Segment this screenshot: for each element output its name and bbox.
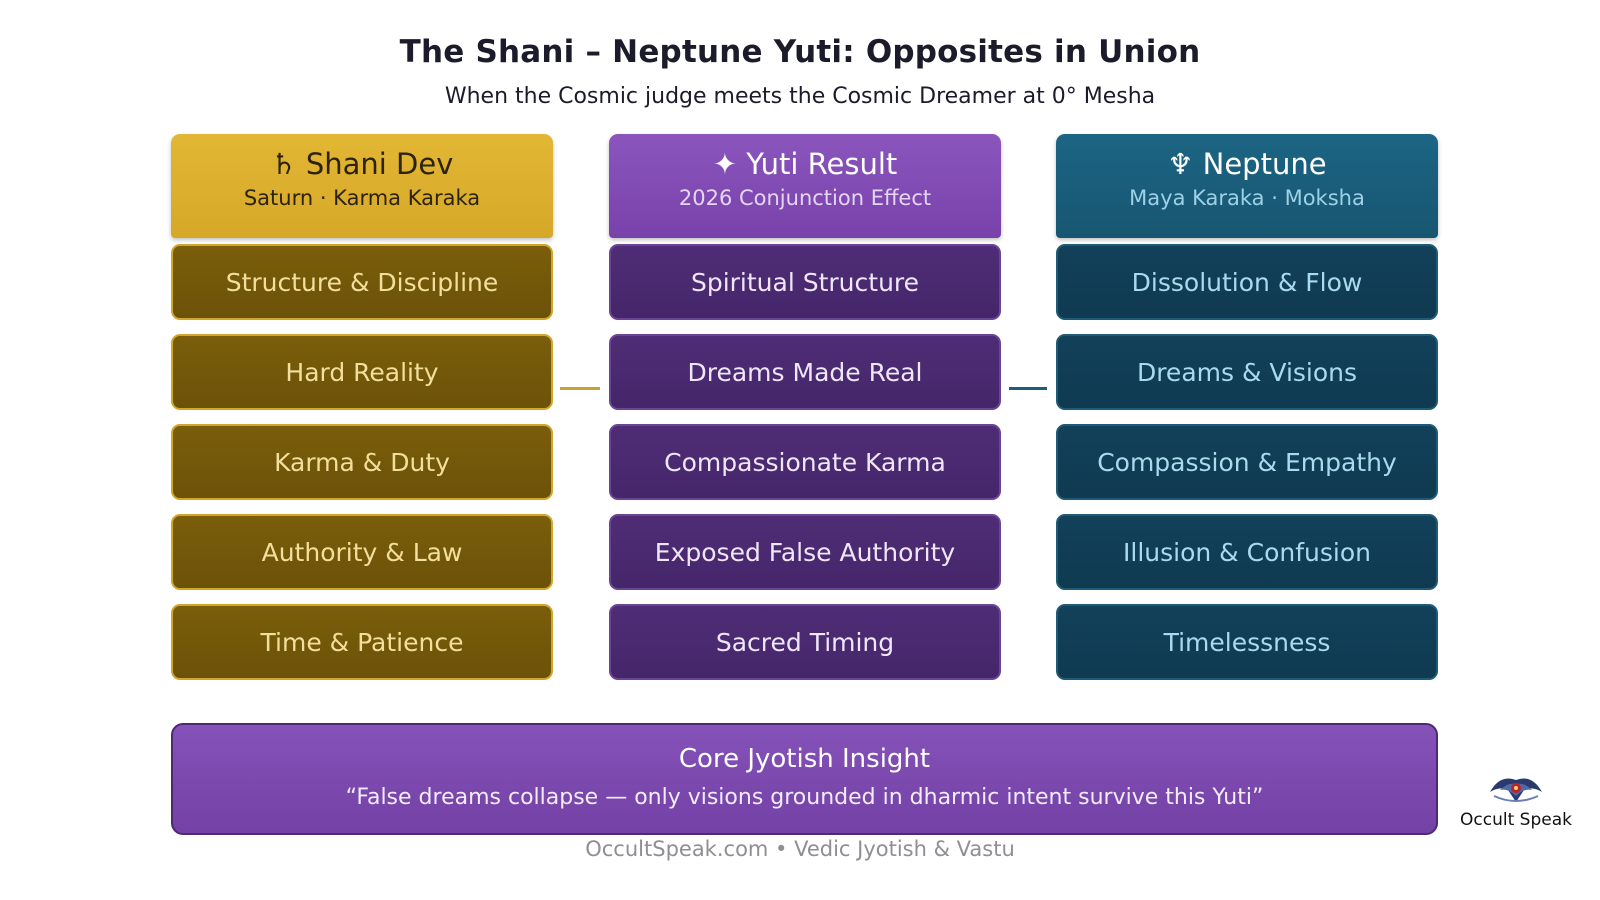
neptune-row: Timelessness [1056, 604, 1438, 680]
core-insight-box: Core Jyotish Insight “False dreams colla… [171, 723, 1438, 835]
neptune-row: Dissolution & Flow [1056, 244, 1438, 320]
yuti-row: Compassionate Karma [609, 424, 1001, 500]
neptune-row: Compassion & Empathy [1056, 424, 1438, 500]
yuti-row: Exposed False Authority [609, 514, 1001, 590]
brand-name: Occult Speak [1460, 810, 1572, 830]
neptune-symbol-icon: ♆ [1167, 147, 1194, 181]
yuti-subtitle: 2026 Conjunction Effect [678, 186, 932, 210]
neptune-subtitle: Maya Karaka · Moksha [1129, 186, 1365, 210]
shani-subtitle: Saturn · Karma Karaka [243, 186, 481, 210]
yuti-row: Dreams Made Real [609, 334, 1001, 410]
shani-column: ♄ Shani Dev Saturn · Karma Karaka Struct… [171, 134, 553, 680]
brand-watermark: Occult Speak [1452, 770, 1580, 830]
yuti-title: Yuti Result [746, 147, 898, 181]
neptune-row: Dreams & Visions [1056, 334, 1438, 410]
yuti-row: Spiritual Structure [609, 244, 1001, 320]
shani-title: Shani Dev [305, 147, 454, 181]
shani-header-title: ♄ Shani Dev [171, 146, 553, 182]
diagram-title: The Shani – Neptune Yuti: Opposites in U… [399, 34, 1201, 70]
footer-credit: OccultSpeak.com • Vedic Jyotish & Vastu [585, 837, 1015, 861]
shani-header: ♄ Shani Dev Saturn · Karma Karaka [171, 134, 553, 238]
yuti-neptune-connector [1009, 387, 1047, 390]
yuti-header-title: ✦ Yuti Result [609, 146, 1001, 182]
shani-row: Structure & Discipline [171, 244, 553, 320]
neptune-title: Neptune [1202, 147, 1327, 181]
shani-row: Time & Patience [171, 604, 553, 680]
insight-title: Core Jyotish Insight [678, 744, 931, 774]
yuti-header: ✦ Yuti Result 2026 Conjunction Effect [609, 134, 1001, 238]
shani-row: Hard Reality [171, 334, 553, 410]
sparkle-icon: ✦ [712, 147, 738, 181]
shani-yuti-connector [560, 387, 600, 390]
neptune-row: Illusion & Confusion [1056, 514, 1438, 590]
occult-speak-logo-icon [1490, 778, 1542, 802]
shani-row: Authority & Law [171, 514, 553, 590]
shani-row: Karma & Duty [171, 424, 553, 500]
neptune-column: ♆ Neptune Maya Karaka · Moksha Dissoluti… [1056, 134, 1438, 680]
insight-quote: “False dreams collapse — only visions gr… [345, 785, 1264, 810]
saturn-symbol-icon: ♄ [270, 147, 297, 181]
neptune-header: ♆ Neptune Maya Karaka · Moksha [1056, 134, 1438, 238]
diagram-subtitle: When the Cosmic judge meets the Cosmic D… [444, 84, 1156, 109]
neptune-header-title: ♆ Neptune [1056, 146, 1438, 182]
yuti-row: Sacred Timing [609, 604, 1001, 680]
yuti-column: ✦ Yuti Result 2026 Conjunction Effect Sp… [609, 134, 1001, 680]
